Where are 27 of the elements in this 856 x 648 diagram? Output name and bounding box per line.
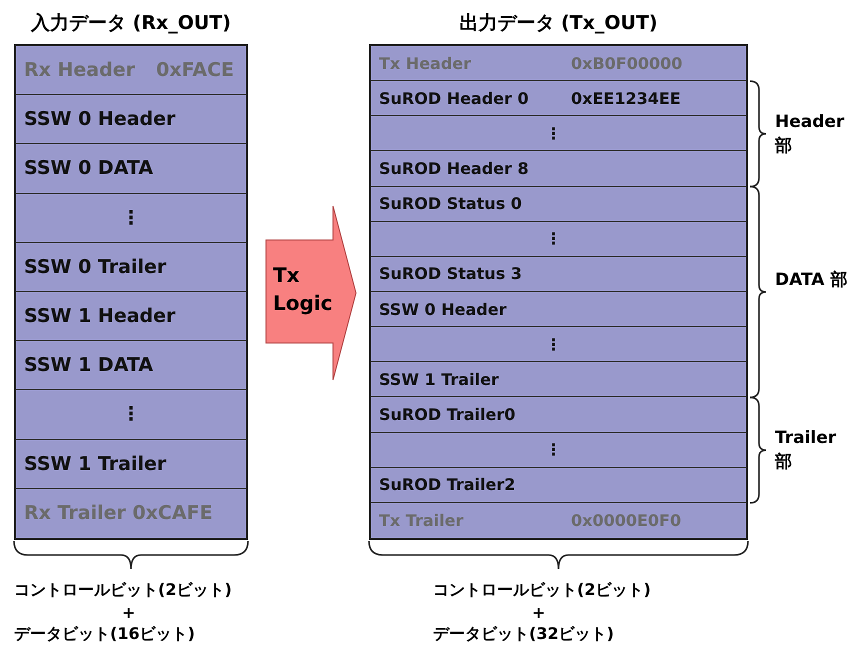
row-label: Rx Header	[24, 59, 135, 82]
brace-label: Header 部	[775, 110, 846, 158]
block-arrow	[265, 205, 357, 381]
table-row: SuROD Trailer2	[371, 468, 746, 503]
hex-value: 0xEE1234EE	[571, 88, 681, 108]
table-row: ⋮	[371, 222, 746, 257]
table-row: ⋮	[16, 194, 246, 243]
brace-label: Trailer 部	[775, 427, 838, 474]
row-label: Tx Header	[379, 54, 472, 73]
table-title: 入力データ (Rx_OUT)	[30, 11, 232, 36]
brace-label: DATA 部	[775, 269, 848, 292]
table-row: SSW 1 Trailer	[16, 440, 246, 489]
bit-width-note: コントロールビット(2ビット)	[433, 580, 651, 600]
arrow-label: Tx Logic	[273, 262, 334, 317]
row-label: Tx Trailer	[379, 510, 464, 530]
bit-width-note: コントロールビット(2ビット)	[14, 580, 232, 600]
hex-value: 0xB0F00000	[571, 54, 682, 73]
hex-value: 0x0000E0F0	[571, 510, 682, 530]
table-row: SuROD Status 0	[371, 186, 746, 222]
bit-width-note: データビット(16ビット)	[14, 624, 195, 644]
bit-width-note: データビット(32ビット)	[433, 624, 614, 644]
table-row: ⋮	[371, 432, 746, 468]
table-title: 出力データ (Tx_OUT)	[458, 11, 659, 36]
row-label: SuROD Header 0	[379, 88, 529, 108]
plus-sign: +	[532, 603, 546, 623]
hex-value: 0xFACE	[156, 59, 234, 82]
plus-sign: +	[122, 603, 136, 623]
